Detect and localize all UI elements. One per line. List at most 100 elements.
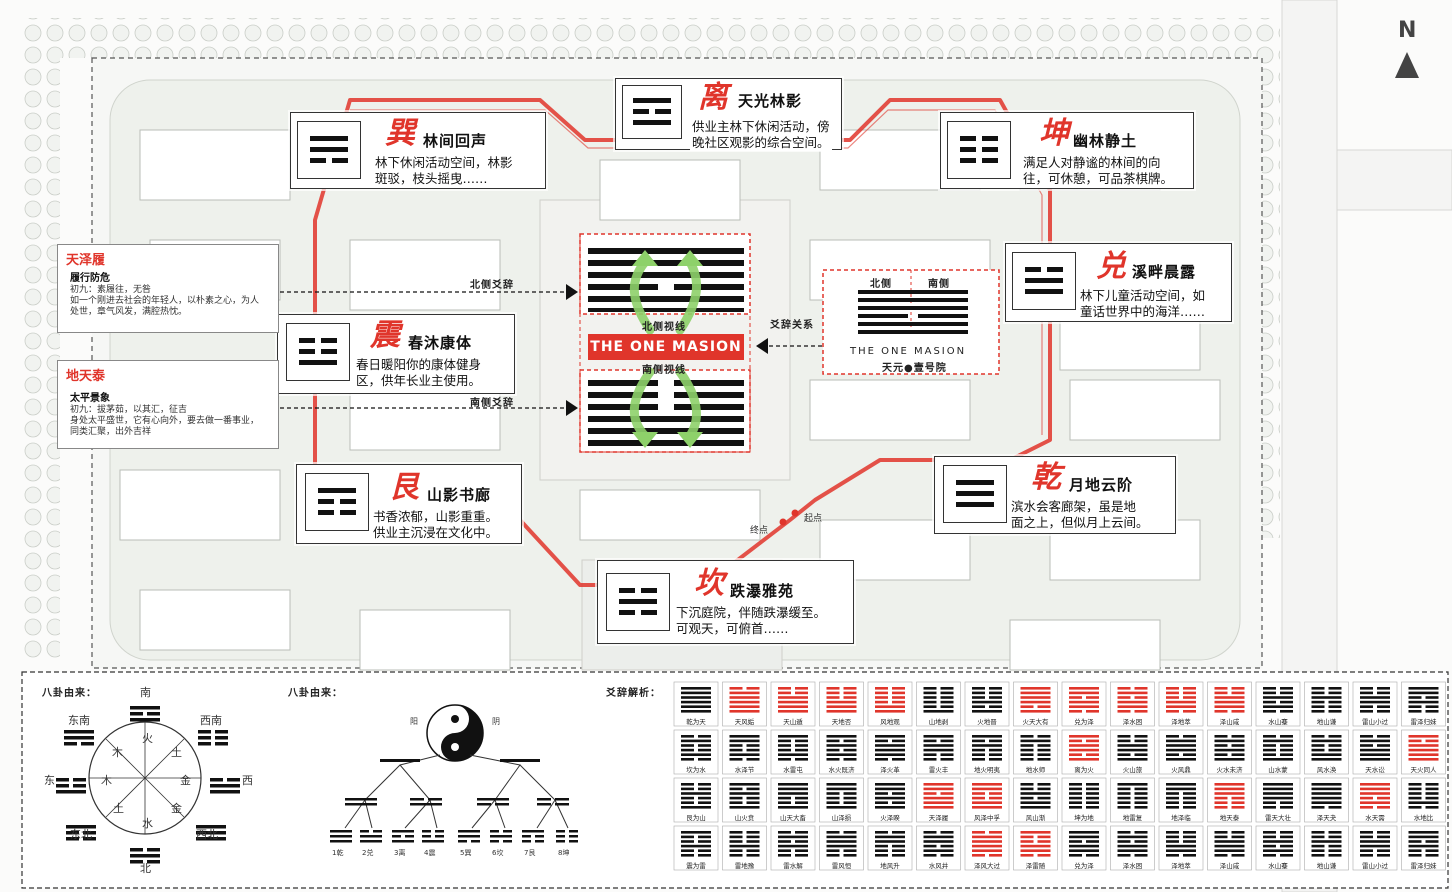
hexagram-tile[interactable] [1110,729,1155,775]
hexagram-tile[interactable] [916,729,961,775]
dir-southeast: 东南 [68,714,90,727]
hexagram-tile-label: 泽地萃 [1171,862,1191,870]
gua-box-xun[interactable]: 巽 林间回声 林下休闲活动空间，林影斑驳，枝头摇曳…… [290,112,546,189]
hexagram-tile[interactable] [722,825,767,871]
gua-box-li[interactable]: 离 天光林影 供业主林下休闲活动，傍晚社区观影的综合空间。 [615,78,842,151]
gua-box-dui[interactable]: 兑 溪畔晨露 林下儿童活动空间，如童话世界中的海洋…… [1005,243,1232,322]
tree-leaf-trigram-icon [522,830,544,843]
hexagram-tile[interactable] [1304,729,1349,775]
dir-west: 西 [242,774,253,787]
hexagram-tile[interactable] [867,681,913,727]
hexagram-tile[interactable] [722,681,767,727]
hexagram-tile[interactable] [1352,777,1398,823]
hexagram-tile[interactable] [1304,825,1349,871]
hexagram-tile[interactable] [1013,729,1058,775]
compass-trigrams [56,706,240,864]
hexagram-tile[interactable] [1401,825,1446,871]
tree-leaf-label: 1乾 [332,849,344,857]
hexagram-tile[interactable] [770,825,816,871]
hexagram-tile[interactable] [819,777,864,823]
hexagram-tile[interactable] [770,777,816,823]
element-8: 水 [142,817,153,830]
hexagram-tile-label: 火风鼎 [1171,766,1191,774]
hexagram-tile[interactable] [1255,777,1301,823]
gua-box-qian[interactable]: 乾 月地云阶 滨水会客廊架，虽是地面之上，但似月上云间。 [934,456,1176,534]
gua-box-gen[interactable]: 艮 山影书廊 书香浓郁，山影重重。供业主沉浸在文化中。 [296,464,522,544]
hexagram-tile[interactable] [673,681,719,727]
hexagram-tile[interactable] [770,681,816,727]
hexagram-tile[interactable] [867,729,913,775]
hexagram-tile-label: 地水师 [1025,766,1046,774]
hexagram-tile[interactable] [1061,777,1107,823]
hexagram-tile[interactable] [1013,777,1058,823]
hexagram-tile-label: 雷地豫 [734,862,755,870]
gua-box-kan[interactable]: 坎 跌瀑雅苑 下沉庭院，伴随跌瀑缓至。可观天，可俯首…… [597,560,854,644]
hexagram-tile[interactable] [1207,825,1252,871]
hexagram-tile[interactable] [819,825,864,871]
hexagram-tile-label: 地火明夷 [974,766,1000,774]
hexagram-tile[interactable] [1401,681,1446,727]
hexagram-tile[interactable] [1207,777,1252,823]
hexagram-tile[interactable] [1013,681,1058,727]
hexagram-tile[interactable] [964,729,1010,775]
hexagram-tile[interactable] [964,681,1010,727]
hexagram-tile[interactable] [722,729,767,775]
hexagram-tile-label: 兑为泽 [1074,862,1094,870]
tree-leaf-trigram-icon [392,830,414,843]
hexagram-tile[interactable] [1158,777,1204,823]
hexagram-tile[interactable] [819,729,864,775]
hexagram-grid [673,681,1446,871]
hexagram-tile[interactable] [1110,825,1155,871]
hexagram-tile[interactable] [673,825,719,871]
hexagram-tile[interactable] [673,729,719,775]
tree-leaf-trigram-icon [360,830,382,843]
element-1: 火 [142,732,153,745]
hexagram-tile[interactable] [1401,777,1446,823]
hexagram-tile-label: 雷火丰 [928,766,949,774]
hexagram-tile[interactable] [1110,681,1155,727]
hexagram-tile[interactable] [916,681,961,727]
tree-yin: 阴 [492,717,500,726]
hexagram-tile[interactable] [867,777,913,823]
hexagram-tile[interactable] [1013,825,1058,871]
hexagram-tile[interactable] [770,729,816,775]
hexagram-tile[interactable] [722,777,767,823]
side-box-lv[interactable]: 天泽履 履行防危 初九：素履往，无咎如一个刚进去社会的年轻人，以朴素之心，为人处… [57,244,279,333]
hexagram-tile[interactable] [1207,681,1252,727]
hexagram-tile[interactable] [1352,681,1398,727]
hexagram-tile[interactable] [1158,825,1204,871]
hexagram-tile[interactable] [1158,681,1204,727]
hexagram-tile[interactable] [1352,729,1398,775]
hexagram-tile[interactable] [1061,681,1107,727]
hexagram-tile[interactable] [1158,729,1204,775]
hexagram-tile[interactable] [1061,825,1107,871]
gua-box-zhen[interactable]: 震 春沐康体 春日暖阳你的康体健身区，供年长业主使用。 [277,314,515,394]
hexagram-tile[interactable] [1061,729,1107,775]
hexagram-tile[interactable] [1304,681,1349,727]
element-5: 木 [101,774,112,787]
hexagram-tile-label: 风泽中孚 [974,814,1000,822]
hexagram-tile[interactable] [964,825,1010,871]
hexagram-tile-label: 天地否 [831,718,852,726]
legend-south-label: 南侧 [928,279,950,290]
hexagram-tile[interactable] [1255,729,1301,775]
hexagram-tile[interactable] [1352,825,1398,871]
hexagram-tile[interactable] [1207,729,1252,775]
hexagram-tile-label: 地雷复 [1122,814,1143,822]
side-box-tai[interactable]: 地天泰 太平景象 初九：拔茅茹，以其汇，征吉身处太平盛世，它有心向外，要去做一番… [57,360,279,449]
hexagram-tile[interactable] [1255,681,1301,727]
hexagram-tile[interactable] [867,825,913,871]
gua-name-zhen: 震 [370,318,400,353]
hexagram-tile[interactable] [916,825,961,871]
hexagram-tile[interactable] [916,777,961,823]
hexagram-tile[interactable] [819,681,864,727]
gua-box-kun[interactable]: 坤 幽林静土 满足人对静谧的林间的向往，可休憩，可品茶棋牌。 [940,112,1194,189]
hexagram-tile[interactable] [1110,777,1155,823]
hexagram-tile[interactable] [673,777,719,823]
hexagram-tile[interactable] [1255,825,1301,871]
route-end-dot [779,518,787,526]
hexagram-tile[interactable] [1401,729,1446,775]
tree-leaf-label: 2兑 [362,849,374,857]
hexagram-tile[interactable] [1304,777,1349,823]
hexagram-tile[interactable] [964,777,1010,823]
